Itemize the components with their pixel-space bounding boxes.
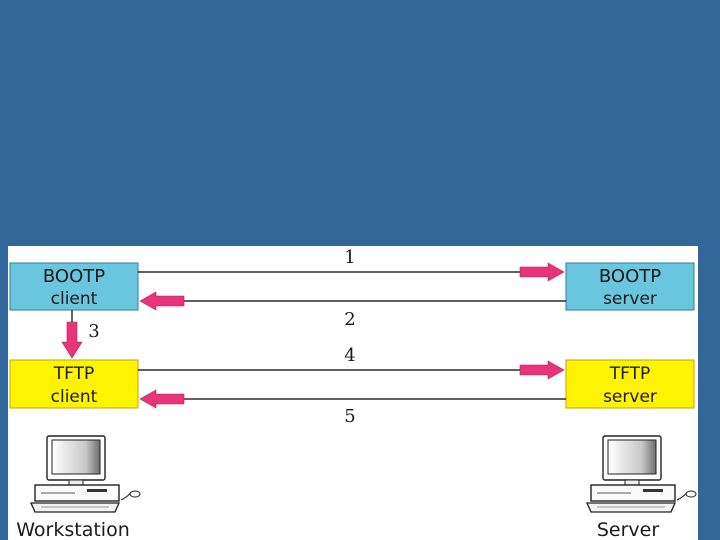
step-label-2: 2 xyxy=(344,309,355,330)
tftp-server-box xyxy=(565,359,695,409)
workstation-computer-icon xyxy=(30,435,141,513)
tftp-client-label-line2: client xyxy=(51,387,98,407)
bootp-client-label-line2: client xyxy=(51,289,98,309)
workstation-caption: Workstation xyxy=(16,519,130,540)
message-arrow-5 xyxy=(139,389,566,409)
tftp-server-label-line1: TFTP xyxy=(609,364,651,384)
bootp-server-label-line1: BOOTP xyxy=(599,266,661,287)
step-label-5: 5 xyxy=(344,406,355,427)
bootp-server-box xyxy=(565,262,695,311)
step-label-4: 4 xyxy=(344,345,355,366)
server-caption: Server xyxy=(597,519,659,540)
bootp-client-label-line1: BOOTP xyxy=(43,266,105,287)
bootp-server-label-line2: server xyxy=(603,289,657,309)
message-arrow-1 xyxy=(138,262,565,282)
server-computer-icon xyxy=(586,435,697,513)
message-arrow-4 xyxy=(138,360,565,380)
tftp-client-box xyxy=(9,359,139,409)
step-label-1: 1 xyxy=(344,247,355,268)
tftp-client-label-line1: TFTP xyxy=(53,364,95,384)
bootp-tftp-diagram: BOOTP client BOOTP server TFTP client TF… xyxy=(9,247,697,540)
tftp-server-label-line2: server xyxy=(603,387,657,407)
message-arrow-3 xyxy=(61,310,83,359)
step-label-3: 3 xyxy=(88,321,99,342)
diagram-panel: BOOTP client BOOTP server TFTP client TF… xyxy=(8,246,698,540)
message-arrow-2 xyxy=(139,291,566,311)
bootp-client-box xyxy=(9,262,139,311)
